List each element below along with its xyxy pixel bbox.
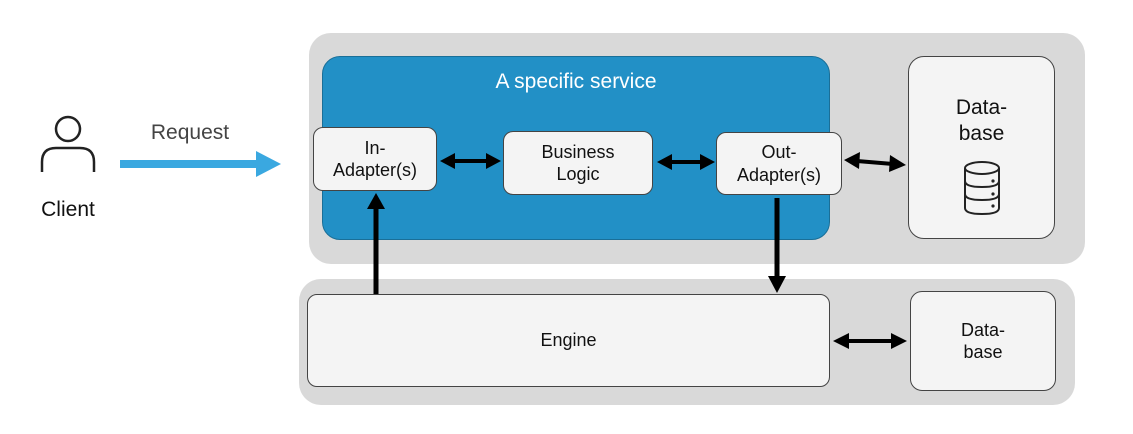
database-bottom-label: Data- base <box>960 319 1005 363</box>
engine-to-in-adapter-arrow <box>367 193 385 294</box>
database-top-box: Data- base <box>908 56 1055 239</box>
in-adapter-business-logic-arrow <box>440 153 501 169</box>
engine-database-arrow <box>833 333 907 349</box>
database-bottom-box: Data- base <box>910 291 1056 391</box>
business-logic-box: Business Logic <box>503 131 653 195</box>
request-arrow <box>120 151 281 177</box>
out-adapter-database-arrow <box>844 152 906 172</box>
database-top-label: Data- base <box>955 96 1008 146</box>
out-adapter-to-engine-arrow <box>768 198 786 293</box>
user-icon <box>36 112 100 174</box>
business-logic-label: Business Logic <box>541 141 615 185</box>
in-adapter-label: In- Adapter(s) <box>332 137 418 181</box>
request-label: Request <box>150 121 230 144</box>
engine-box: Engine <box>307 294 830 387</box>
service-title: A specific service <box>495 70 657 93</box>
engine-label: Engine <box>540 330 597 351</box>
business-logic-out-adapter-arrow <box>657 154 715 170</box>
in-adapter-box: In- Adapter(s) <box>313 127 437 191</box>
out-adapter-box: Out- Adapter(s) <box>716 132 842 195</box>
database-icon <box>962 160 1002 223</box>
out-adapter-label: Out- Adapter(s) <box>736 142 822 185</box>
client-label: Client <box>41 198 95 221</box>
